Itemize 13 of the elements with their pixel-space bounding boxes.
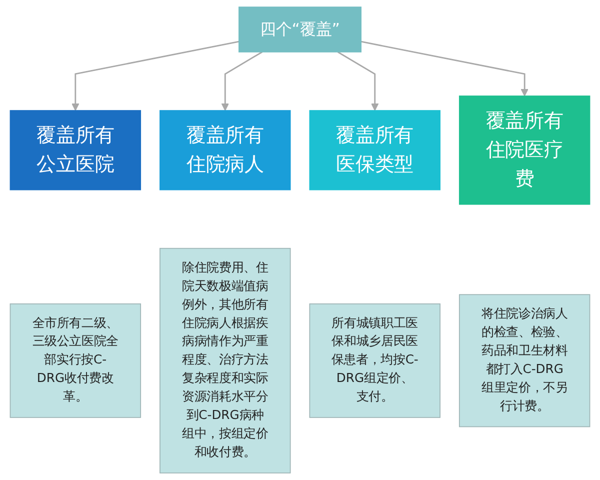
arrow [337, 51, 379, 111]
node-box: 全市所有二级、三级公立医院全部实行按C-DRG收付费改革。 [10, 303, 142, 418]
node-box: 除住院费用、住院天数极端值病例外，其他所有住院病人根据疾病病情作为严重程度、治疗方法复杂程度和实际资源消耗水平分到C-DRG病种组中，按组定价和收付费。 [160, 248, 291, 474]
node-box: 四个“覆盖” [238, 6, 362, 52]
node-box: 覆盖所有住院医疗费 [458, 96, 590, 205]
node-box: 覆盖所有公立医院 [10, 110, 142, 190]
node-box: 覆盖所有医保类型 [309, 110, 440, 190]
arrow [72, 40, 240, 111]
node-box: 将住院诊治病人的检查、检验、药品和卫生材料都打入C-DRG组里定价，不另行计费。 [458, 294, 590, 428]
node-box: 覆盖所有住院病人 [160, 110, 291, 190]
node-box: 所有城镇职工医保和城乡居民医保患者，均按C-DRG组定价、支付。 [309, 303, 440, 418]
arrow [221, 51, 263, 111]
arrow [360, 40, 528, 96]
